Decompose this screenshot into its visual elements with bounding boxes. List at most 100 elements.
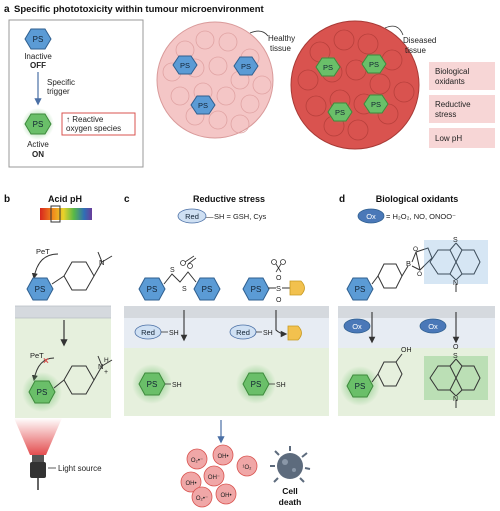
ps-active: PS [22,108,54,140]
ps-d-active: PS [340,366,380,406]
phenothiazine-highlight [424,240,488,284]
phenol-structure [371,353,403,387]
pet-label-top: PeT [36,247,50,256]
bio-oxidants-box [429,62,495,90]
light-beam [14,418,62,455]
svg-text:S: S [453,353,458,360]
svg-text:OH•: OH• [220,493,231,499]
svg-text:O: O [413,246,418,253]
svg-text:PS: PS [335,108,345,117]
svg-text:O₂•⁻: O₂•⁻ [196,496,208,502]
svg-text:S: S [276,284,281,293]
svg-text:S: S [182,286,187,293]
svg-text:N: N [453,396,458,403]
diseased-tissue: PS PS PS PS [290,20,420,150]
panel-c-label: c [124,194,130,205]
svg-text:PS: PS [355,382,366,391]
arrow-c-right [275,310,288,338]
pet-arrow-top [31,253,59,280]
diseased-label-2: tissue [405,46,426,55]
svg-text:O: O [276,275,282,282]
inactive-label: Inactive [24,52,52,61]
svg-text:PS: PS [33,35,44,44]
svg-text:O₂•⁻: O₂•⁻ [191,458,203,464]
pet-label-bottom: PeT [30,351,44,360]
svg-text:N: N [453,280,458,287]
panel-d-title: Biological oxidants [376,194,459,204]
svg-text:PS: PS [37,388,48,397]
plus-charge: + [104,369,108,376]
svg-text:PS: PS [35,285,46,294]
svg-text:Ox: Ox [366,212,376,221]
svg-text:S: S [453,237,458,244]
panel-a-label: a [4,4,10,15]
svg-text:PS: PS [371,100,381,109]
ps-c-left-2: PS [193,277,221,301]
svg-text:O: O [417,271,422,278]
svg-text:PS: PS [251,285,262,294]
ps-inactive: PS [24,28,52,50]
svg-text:PS: PS [198,101,208,110]
scissors-icon-right [271,259,286,273]
low-ph-box [429,128,495,148]
on-label: ON [32,150,44,159]
ros-cluster: O₂•⁻ OH• ¹O₂ OH⁻ OH• O₂•⁻ OH• [180,444,258,508]
svg-text:SH: SH [263,330,273,337]
svg-text:PS: PS [202,285,213,294]
cell-death-label-2: death [279,497,302,507]
pet-blocked-cross: × [43,356,49,367]
svg-text:OH•: OH• [217,454,228,460]
quencher-released [287,325,302,341]
svg-text:¹O₂: ¹O₂ [243,465,253,471]
svg-text:Red: Red [141,328,155,337]
bio-oxidants-label-1: Biological [435,67,469,76]
svg-text:OH: OH [401,347,412,354]
panel-a-title: Specific phototoxicity within tumour mic… [14,4,264,15]
svg-text:PS: PS [147,380,158,389]
bio-oxidants-label-2: oxidants [435,77,465,86]
off-label: OFF [30,61,46,70]
disulfide-bond [163,271,197,285]
trigger-label-1: Specific [47,78,75,87]
ph-scale-bar [40,208,92,220]
ox-legend-oval [357,208,385,224]
low-ph-label: Low pH [435,134,462,143]
svg-text:Red: Red [185,212,199,221]
svg-text:PS: PS [355,285,366,294]
ps-c-active-left: PS [132,364,172,404]
panel-c-title: Reductive stress [193,194,265,204]
healthy-label-1: Healthy [268,34,295,43]
svg-text:OH⁻: OH⁻ [208,475,220,481]
aniline-b-bottom [53,355,113,395]
proton-label: H [104,357,109,364]
ps-b-bottom: PS [22,372,62,412]
light-source-label: Light source [58,464,102,473]
reductive-stress-label-1: Reductive [435,100,471,109]
svg-text:Red: Red [236,328,250,337]
svg-text:PS: PS [180,61,190,70]
healthy-tissue: PS PS PS [156,21,274,139]
svg-text:PS: PS [369,60,379,69]
ox-legend-text: = H₂O₂, NO, ONOO⁻ [386,212,456,221]
svg-text:PS: PS [323,63,333,72]
svg-text:Ox: Ox [428,322,438,331]
svg-text:SH: SH [172,382,182,389]
svg-text:SH: SH [169,330,179,337]
red-legend-text: SH = GSH, Cys [214,212,267,221]
svg-text:PS: PS [147,285,158,294]
red-legend-oval [177,208,207,224]
light-source-icon [30,455,46,490]
diseased-label-1: Diseased [403,36,436,45]
ox-oval-left [343,318,371,334]
diseased-pointer [384,25,404,36]
ps-b-top: PS [26,277,54,301]
svg-text:N: N [98,362,103,371]
panel-b-title: Acid pH [48,194,82,204]
dead-cell-icon [270,446,311,483]
svg-text:PS: PS [241,62,251,71]
phenothiazine-structure [429,242,481,292]
healthy-pointer [249,30,269,37]
ros-label-1: ↑ Reactive [66,115,104,124]
svg-text:Ox: Ox [352,322,362,331]
